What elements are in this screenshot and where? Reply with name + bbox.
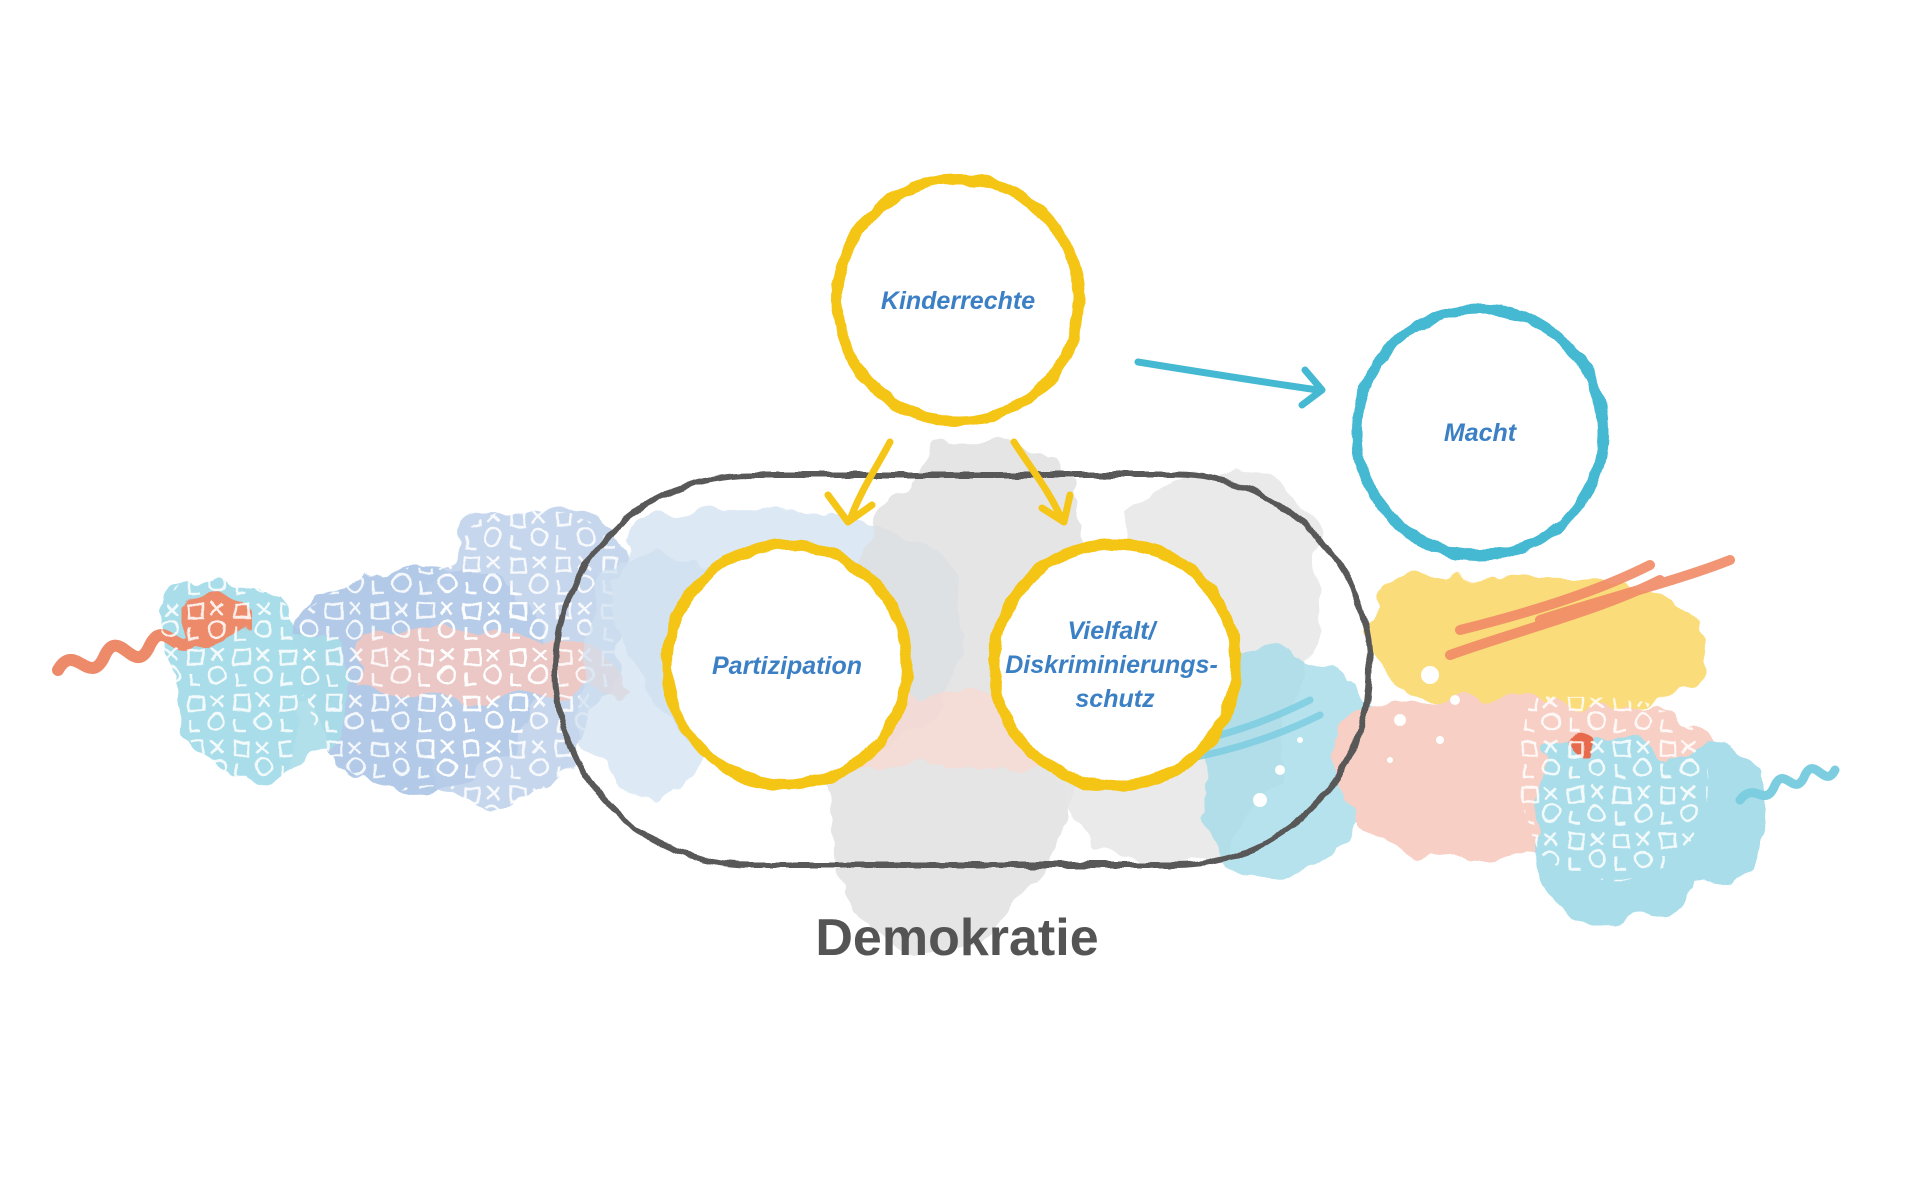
arrow-kinderrechte-to-vielfalt — [1010, 438, 1074, 526]
vielfalt-line-1: Vielfalt/ — [1068, 617, 1159, 645]
vielfalt-line-3: schutz — [1075, 685, 1155, 713]
white-speckles — [1253, 666, 1460, 807]
right-blue-squiggle — [1735, 764, 1840, 805]
arrow-kinderrechte-to-macht — [1134, 358, 1326, 409]
partizipation-circle — [661, 539, 913, 791]
vielfalt-line-2: Diskriminierungs- — [1005, 651, 1218, 679]
vielfalt-label: Vielfalt/ Diskriminierungs- schutz — [1005, 617, 1225, 713]
left-pattern-overlay — [162, 510, 629, 810]
arrow-kinderrechte-to-partizipation — [824, 438, 894, 526]
vielfalt-circle — [988, 538, 1242, 792]
right-orange-strokes — [1445, 555, 1735, 660]
kinderrechte-circle — [831, 173, 1085, 427]
node-kinderrechte: Kinderrechte — [831, 173, 1085, 427]
demokratie-outline — [552, 472, 1373, 868]
right-pattern-overlay — [1519, 696, 1708, 881]
node-vielfalt: Vielfalt/ Diskriminierungs- schutz — [988, 538, 1242, 792]
demokratie-label: Demokratie — [815, 909, 1098, 967]
demokratie-group: Demokratie — [552, 472, 1373, 967]
macht-label: Macht — [1444, 419, 1518, 447]
kinderrechte-label: Kinderrechte — [881, 287, 1035, 315]
macht-circle — [1351, 303, 1609, 561]
partizipation-label: Partizipation — [712, 652, 862, 680]
node-partizipation: Partizipation — [661, 539, 913, 791]
edges — [824, 358, 1326, 526]
node-macht: Macht — [1351, 303, 1609, 561]
